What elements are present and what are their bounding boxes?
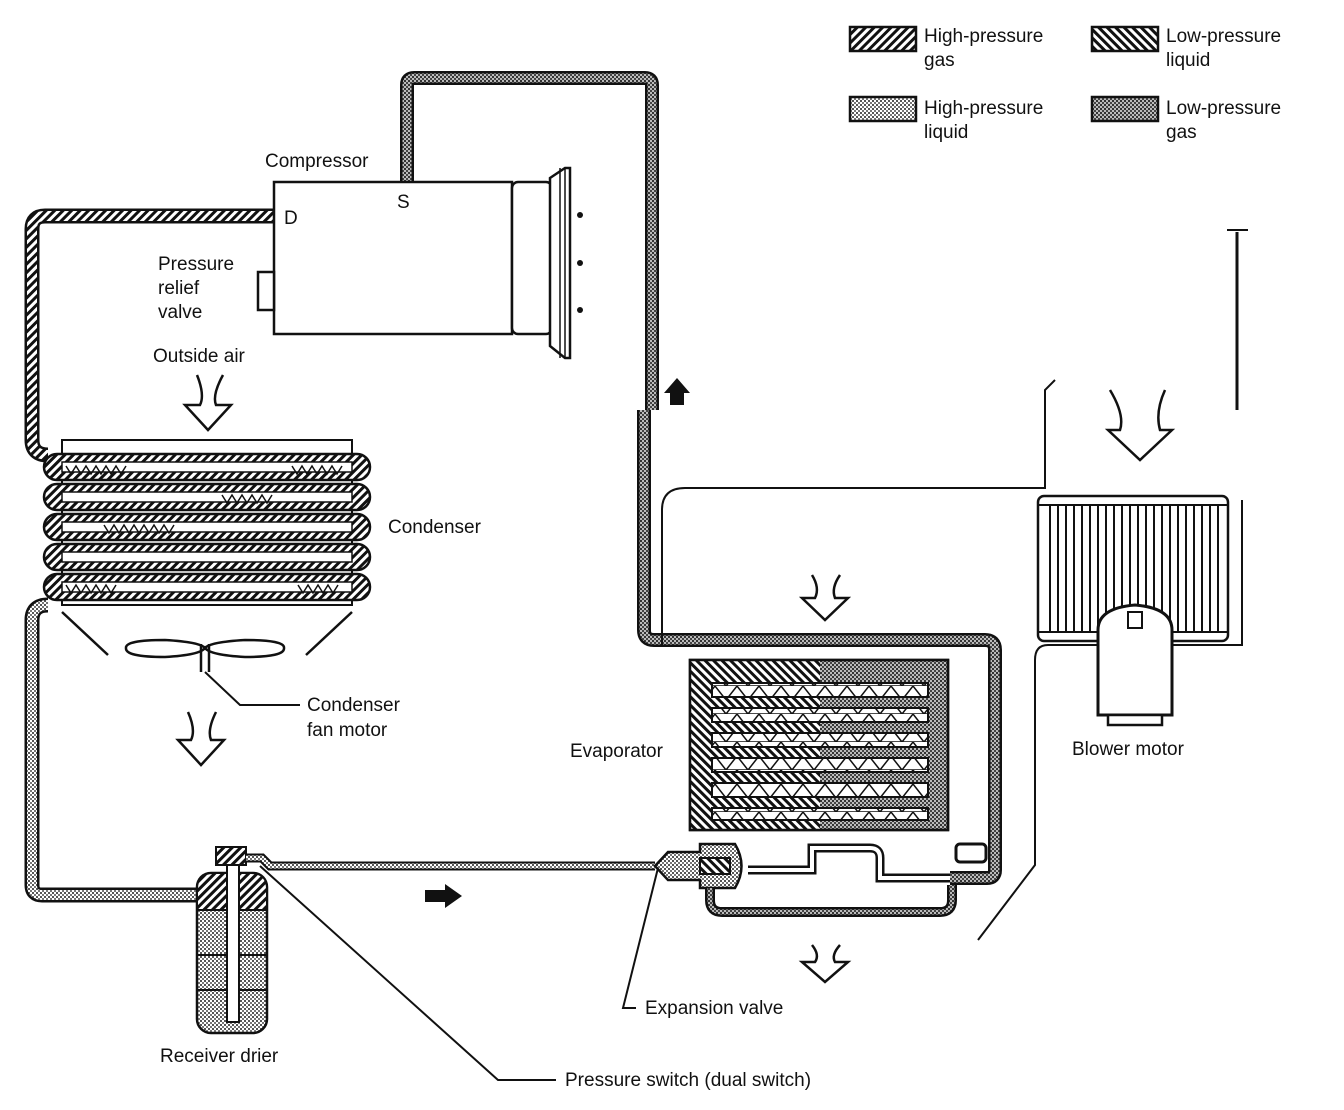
expansion-valve-label: Expansion valve [645,998,783,1019]
blower-intake-arrow [1104,389,1176,462]
pressure-relief-valve-label-1: Pressure [158,254,234,275]
condenser: Condenser [42,439,482,656]
outside-air-label: Outside air [153,346,246,367]
pressure-relief-valve-label-3: valve [158,302,202,323]
evaporator-outlet-air-arrow [798,944,852,984]
legend-label-low-pressure-gas-2: gas [1166,122,1197,143]
discharge-port-label: D [284,208,298,229]
liquid-line-to-receiver [24,597,197,903]
pressure-relief-valve [256,270,276,312]
condenser-fan-motor-label-2: fan motor [307,720,388,741]
evaporator-inlet-air-arrow [798,574,852,622]
condenser-exhaust-arrow [175,711,227,767]
receiver-drier: Receiver drier [160,846,279,1067]
legend-label-high-pressure-liquid-2: liquid [924,122,968,143]
flow-arrow-up [664,378,690,405]
legend-swatch-high-pressure-gas [848,25,918,53]
pressure-switch: Pressure switch (dual switch) [259,865,811,1091]
legend-label-low-pressure-gas-1: Low-pressure [1166,98,1281,119]
condenser-fan: Condenser fan motor [124,638,401,741]
expansion-valve: Expansion valve [621,842,783,1019]
legend-label-high-pressure-liquid-1: High-pressure [924,98,1043,119]
suction-port-label: S [397,192,410,213]
condenser-fan-motor-label-1: Condenser [307,695,401,716]
legend-swatch-low-pressure-liquid [1090,25,1160,53]
compressor: Compressor D S Pressure relief valve [158,151,583,360]
flow-arrow-right [425,884,462,908]
blower: Blower motor [1036,494,1230,760]
outside-air-arrow [182,374,234,432]
compressor-body [272,180,514,336]
legend-label-low-pressure-liquid-1: Low-pressure [1166,26,1281,47]
pressure-switch-label: Pressure switch (dual switch) [565,1070,811,1091]
liquid-line-to-expansion-valve [246,853,655,908]
compressor-clutch [510,180,554,336]
legend-swatch-low-pressure-gas [1090,95,1160,123]
hvac-case [661,229,1248,941]
discharge-line [24,208,274,463]
condenser-coils [42,452,372,602]
legend-label-low-pressure-liquid-2: liquid [1166,50,1210,71]
compressor-label: Compressor [265,151,369,172]
blower-motor-label: Blower motor [1072,739,1185,760]
suction-line [400,71,1002,885]
evaporator: Evaporator [570,658,988,917]
receiver-drier-label: Receiver drier [160,1046,279,1067]
blower-motor [1096,603,1174,717]
legend-label-high-pressure-gas-2: gas [924,50,955,71]
evaporator-label: Evaporator [570,741,664,762]
condenser-label: Condenser [388,517,482,538]
pressure-relief-valve-label-2: relief [158,278,200,299]
legend-swatch-high-pressure-liquid [848,95,918,123]
legend: High-pressure gas Low-pressure liquid Hi… [848,25,1281,143]
legend-label-high-pressure-gas-1: High-pressure [924,26,1043,47]
